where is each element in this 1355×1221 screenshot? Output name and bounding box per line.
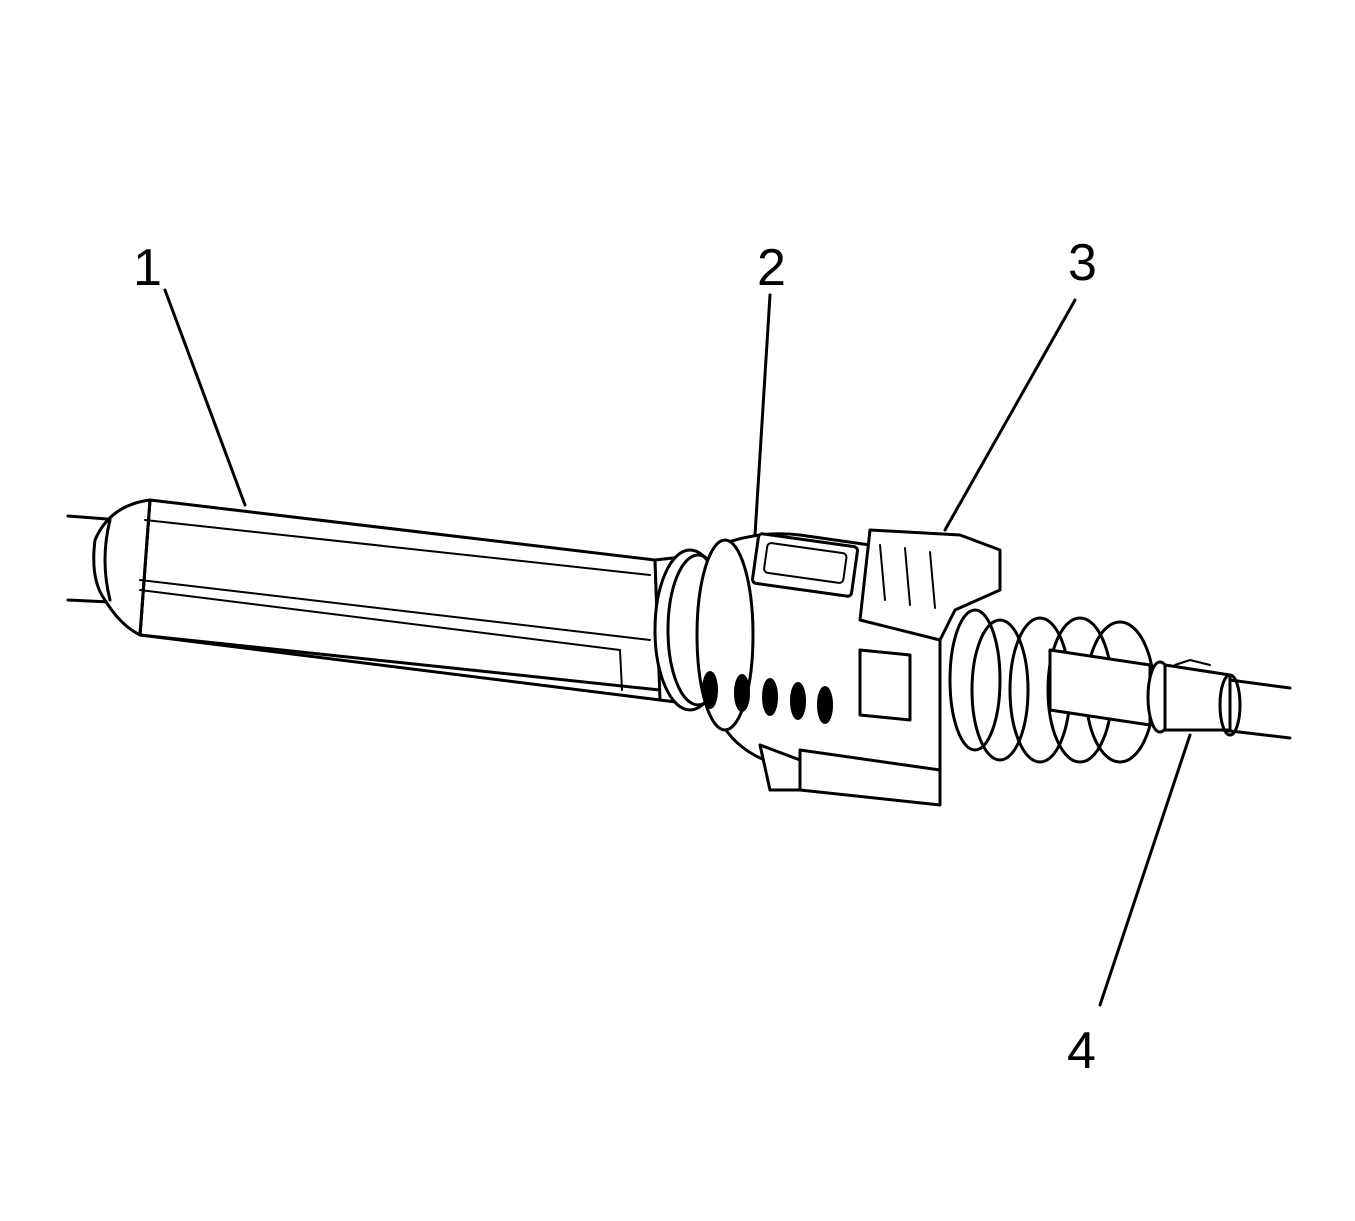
shaft [1048,648,1242,737]
leader-line-3 [943,298,1077,532]
callout-1: 1 [133,239,162,297]
outer-tube [92,498,662,702]
callout-2: 2 [757,239,786,297]
clip [858,528,1002,642]
callout-4: 4 [1067,1022,1096,1080]
leader-line-4 [1098,733,1192,1007]
locking-tabs [702,671,833,724]
leader-lines [163,288,1192,1007]
cable-right [1220,678,1292,740]
leader-line-2 [753,293,772,537]
callout-3: 3 [1068,234,1097,292]
leader-line-1 [163,288,247,507]
